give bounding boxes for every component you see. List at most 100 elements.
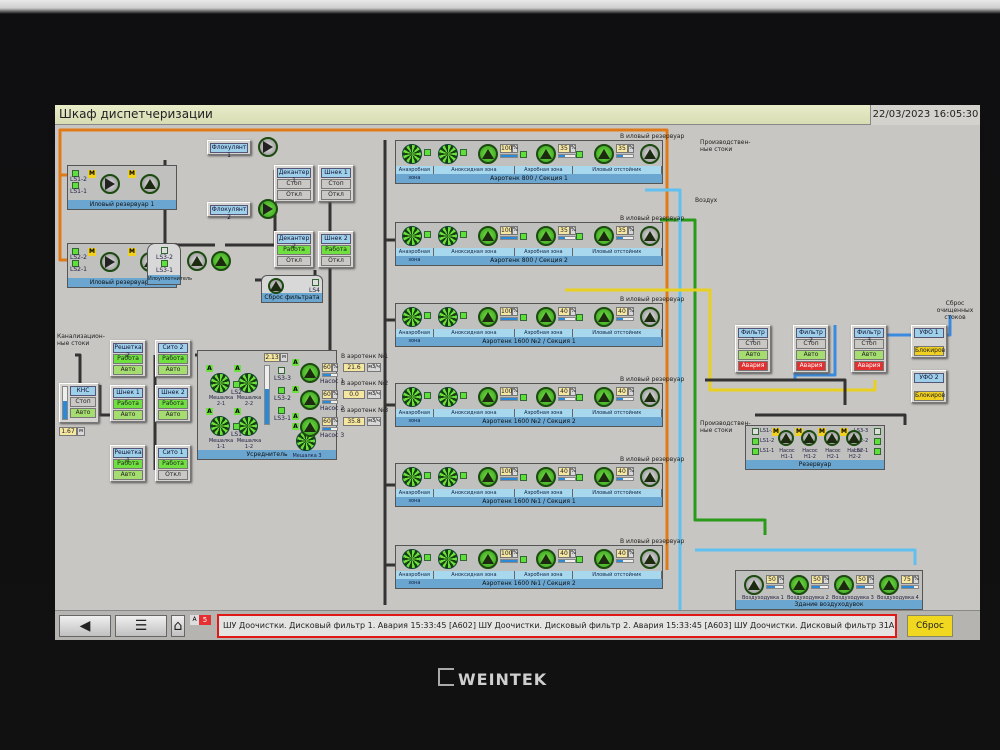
back-button[interactable]: ◀ [59,615,111,637]
alarm-count-badge[interactable]: 5 [199,615,211,625]
sludge-pump[interactable] [100,252,120,272]
pump-speed-value[interactable]: 100 [500,144,513,153]
anaerobic-mixer[interactable] [402,549,422,569]
pump-speed-value[interactable]: 40 [558,387,570,396]
blower[interactable] [879,575,899,595]
blower[interactable] [834,575,854,595]
averager-pump[interactable] [300,363,320,383]
pump-speed-value[interactable]: 35 [558,226,570,235]
blower[interactable] [789,575,809,595]
aerotank-pump[interactable] [594,307,614,327]
anaerobic-mixer[interactable] [402,144,422,164]
aerotank-pump[interactable] [536,467,556,487]
blower[interactable] [744,575,764,595]
blower-speed-value[interactable]: 50 [856,575,868,584]
pump-speed-value[interactable]: 35 [616,144,628,153]
aerotank-pump[interactable] [478,387,498,407]
pump-speed-value[interactable]: 40 [558,467,570,476]
aerotank-pump[interactable] [594,467,614,487]
mixer[interactable] [210,416,230,436]
aerotank-pump[interactable] [594,226,614,246]
settler-pump[interactable] [640,387,660,407]
reservoir-pump[interactable] [846,430,862,446]
sludge-pump[interactable] [140,174,160,194]
pump-speed-value[interactable]: 40 [616,387,628,396]
pump-speed-value[interactable]: 35 [616,226,628,235]
alarm-ticker[interactable]: ШУ Доочистки. Дисковый фильтр 1. Авария … [217,614,897,638]
flocculant-pump[interactable] [258,137,278,157]
aerotank-pump[interactable] [536,387,556,407]
aerotank-pump[interactable] [478,307,498,327]
aerotank-pump[interactable] [594,144,614,164]
pump-speed-value[interactable]: 60 [322,363,332,372]
pump-speed-value[interactable]: 40 [558,549,570,558]
pump-speed-value[interactable]: 40 [616,549,628,558]
disc-filter[interactable]: Фильтр 3СтопАвтоАвария [851,325,887,373]
flocculant-tile[interactable]: Флокулянт 1 [207,140,251,159]
pump-speed-value[interactable]: 100 [500,549,513,558]
anaerobic-mixer[interactable] [402,467,422,487]
menu-button[interactable]: ☰ [115,615,167,637]
aerotank-pump[interactable] [478,467,498,487]
aerotank-pump[interactable] [536,226,556,246]
disc-filter[interactable]: Фильтр 1СтопАвтоАвария [735,325,771,373]
blower-speed-value[interactable]: 50 [766,575,778,584]
pump-speed-value[interactable]: 100 [500,226,513,235]
anoxic-mixer[interactable] [438,549,458,569]
settler-pump[interactable] [640,467,660,487]
aerotank-pump[interactable] [478,226,498,246]
anaerobic-mixer[interactable] [402,307,422,327]
averager-pump[interactable] [300,390,320,410]
blower-speed-value[interactable]: 75 [901,575,913,584]
pump-speed-value[interactable]: 60 [322,417,332,426]
reset-button[interactable]: Сброс [907,615,953,637]
pump-speed-value[interactable]: 40 [616,307,628,316]
blower-speed-value[interactable]: 50 [811,575,823,584]
disc-filter[interactable]: Фильтр 2СтопАвтоАвария [793,325,829,373]
anoxic-mixer[interactable] [438,387,458,407]
settler-pump[interactable] [640,226,660,246]
settler-pump[interactable] [640,144,660,164]
settler-pump[interactable] [640,549,660,569]
aerotank-pump[interactable] [594,549,614,569]
pump-speed-value[interactable]: 40 [616,467,628,476]
aerotank-pump[interactable] [478,144,498,164]
anoxic-mixer[interactable] [438,144,458,164]
sludge-pump[interactable] [100,174,120,194]
averager-pump[interactable] [300,417,320,437]
anoxic-mixer[interactable] [438,307,458,327]
aerotank-pump[interactable] [536,549,556,569]
pump-speed-value[interactable]: 100 [500,307,513,316]
anoxic-mixer[interactable] [438,226,458,246]
feed-pump[interactable] [211,251,231,271]
pump-speed-value[interactable]: 35 [558,144,570,153]
flocculant-pump[interactable] [258,199,278,219]
feed-pump[interactable] [187,251,207,271]
reservoir-pump[interactable] [801,430,817,446]
reservoir-pump[interactable] [778,430,794,446]
pump-speed-value[interactable]: 60 [322,390,332,399]
settler-pump[interactable] [640,307,660,327]
pump-speed-value[interactable]: 100 [500,467,513,476]
pump-speed-value[interactable]: 100 [500,387,513,396]
aerotank-pump[interactable] [536,307,556,327]
mixer[interactable] [210,373,230,393]
aerotank-pump[interactable] [536,144,556,164]
aerotank-pump[interactable] [478,549,498,569]
anaerobic-mixer[interactable] [402,226,422,246]
anoxic-mixer[interactable] [438,467,458,487]
reservoir-pump[interactable] [824,430,840,446]
home-button[interactable]: ⌂ [171,615,185,637]
